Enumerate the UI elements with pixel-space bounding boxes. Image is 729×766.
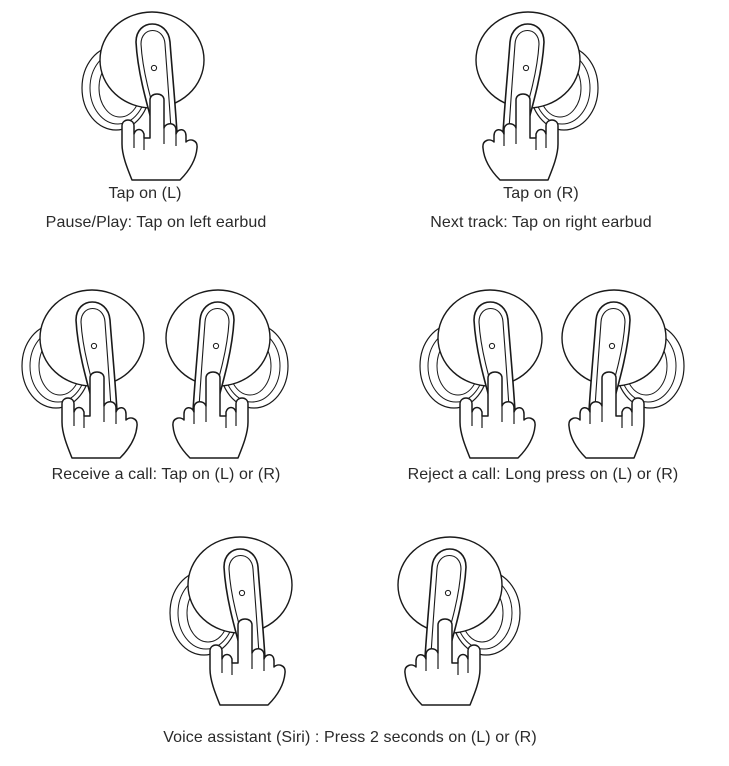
pause-play-description: Pause/Play: Tap on left earbud (45, 214, 267, 231)
receive-call-description: Receive a call: Tap on (L) or (R) (51, 466, 281, 483)
left-earbud-tap-icon (418, 288, 548, 463)
right-earbud-tap-icon (160, 288, 290, 463)
reject-call-description: Reject a call: Long press on (L) or (R) (407, 466, 679, 483)
right-earbud-tap-icon (392, 535, 522, 710)
left-earbud-tap-icon (168, 535, 298, 710)
right-earbud-tap-icon (556, 288, 686, 463)
tap-right-label: Tap on (R) (503, 185, 579, 202)
tap-left-label: Tap on (L) (108, 185, 182, 202)
left-earbud-tap-icon (20, 288, 150, 463)
next-track-description: Next track: Tap on right earbud (430, 214, 652, 231)
left-earbud-tap-icon (80, 10, 210, 185)
right-earbud-tap-icon (470, 10, 600, 185)
voice-assistant-description: Voice assistant (Siri) : Press 2 seconds… (163, 729, 537, 746)
